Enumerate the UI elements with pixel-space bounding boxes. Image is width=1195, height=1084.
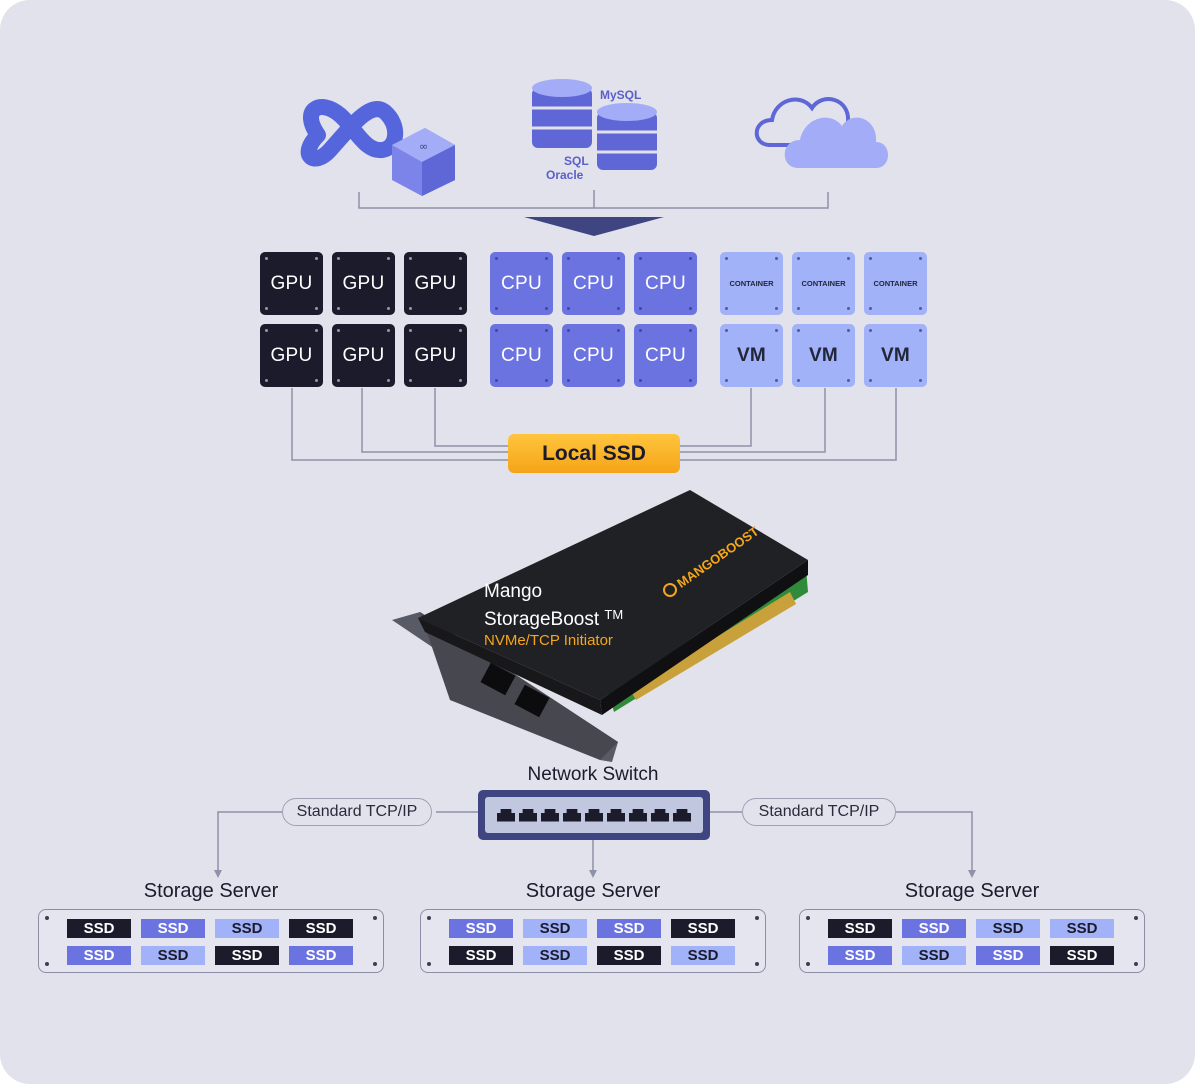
chip-vm: VM [720, 324, 783, 387]
card-line-1: Mango [484, 581, 543, 602]
ssd-drive: SSD [902, 919, 966, 938]
ssd-drive: SSD [828, 946, 892, 965]
storageboost-card-image: MANGOBOOST [392, 490, 808, 762]
storage-server-rack: SSD SSD SSD SSD SSD SSD SSD SSD [799, 909, 1145, 973]
chip-cpu: CPU [490, 252, 553, 315]
db-label-oracle: Oracle [546, 168, 584, 182]
chip-label: CPU [500, 272, 542, 294]
ssd-drive: SSD [976, 919, 1040, 938]
cloud-icon [754, 97, 888, 168]
ssd-drive: SSD [671, 946, 735, 965]
ssd-drive: SSD [902, 946, 966, 965]
ssd-drive: SSD [1050, 919, 1114, 938]
trademark: TM [604, 607, 624, 622]
local-ssd-badge: Local SSD [508, 434, 680, 473]
meta-icon: ∞ [300, 99, 455, 196]
ssd-drive: SSD [597, 919, 661, 938]
database-icon [532, 79, 657, 170]
card-line-2: StorageBoost TM [484, 607, 624, 630]
switch-port [497, 808, 515, 822]
network-switch [478, 790, 710, 840]
storage-server-title: Storage Server [525, 880, 661, 902]
ssd-drive: SSD [215, 946, 279, 965]
storage-server-rack: SSD SSD SSD SSD SSD SSD SSD SSD [420, 909, 766, 973]
ssd-drive: SSD [67, 946, 131, 965]
chip-cpu: CPU [634, 324, 697, 387]
db-label-mysql: MySQL [600, 88, 642, 102]
chip-label: CPU [572, 344, 614, 366]
ssd-drive: SSD [597, 946, 661, 965]
ssd-drive: SSD [1050, 946, 1114, 965]
ssd-drive: SSD [449, 919, 513, 938]
chip-label: VM [736, 344, 767, 366]
ssd-drive: SSD [141, 919, 205, 938]
funnel-arrow [524, 217, 664, 236]
ssd-drive: SSD [289, 919, 353, 938]
network-switch-label: Network Switch [527, 764, 659, 785]
storage-server-title: Storage Server [904, 880, 1040, 902]
chip-vm: VM [792, 324, 855, 387]
ssd-drive: SSD [289, 946, 353, 965]
tcp-label-right: Standard TCP/IP [742, 798, 896, 826]
chip-container: CONTAINER [864, 252, 927, 315]
chip-label: GPU [342, 344, 385, 366]
card-label: Mango StorageBoost TM NVMe/TCP Initiator [484, 580, 623, 651]
chip-label: CONTAINER [873, 279, 918, 288]
ssd-drive: SSD [215, 919, 279, 938]
storage-server-title: Storage Server [143, 880, 279, 902]
chip-gpu: GPU [332, 324, 395, 387]
chip-label: GPU [342, 272, 385, 294]
chip-label: CPU [500, 344, 542, 366]
card-line-3: NVMe/TCP Initiator [484, 632, 613, 649]
chip-container: CONTAINER [720, 252, 783, 315]
chip-label: CONTAINER [801, 279, 846, 288]
ssd-drive: SSD [523, 919, 587, 938]
chip-label: CPU [644, 272, 686, 294]
chip-label: CPU [572, 272, 614, 294]
chip-gpu: GPU [332, 252, 395, 315]
db-label-sql: SQL [564, 154, 589, 168]
chip-label: VM [808, 344, 839, 366]
switch-port [563, 808, 581, 822]
ssd-drive: SSD [523, 946, 587, 965]
switch-port [629, 808, 647, 822]
chip-label: GPU [414, 344, 457, 366]
svg-text:∞: ∞ [419, 140, 428, 153]
ssd-drive: SSD [141, 946, 205, 965]
chip-cpu: CPU [490, 324, 553, 387]
switch-ports [485, 797, 703, 833]
ssd-drive: SSD [67, 919, 131, 938]
ssd-drive: SSD [671, 919, 735, 938]
storage-server-rack: SSD SSD SSD SSD SSD SSD SSD SSD [38, 909, 384, 973]
chip-cpu: CPU [562, 324, 625, 387]
switch-port [541, 808, 559, 822]
chip-label: VM [880, 344, 911, 366]
switch-port [585, 808, 603, 822]
chip-label: GPU [270, 344, 313, 366]
chip-cpu: CPU [562, 252, 625, 315]
chip-label: CPU [644, 344, 686, 366]
ssd-drive: SSD [976, 946, 1040, 965]
chip-label: CONTAINER [729, 279, 774, 288]
chip-cpu: CPU [634, 252, 697, 315]
chip-container: CONTAINER [792, 252, 855, 315]
chip-gpu: GPU [404, 324, 467, 387]
switch-port [673, 808, 691, 822]
switch-port [519, 808, 537, 822]
chip-gpu: GPU [260, 252, 323, 315]
chip-gpu: GPU [404, 252, 467, 315]
chip-gpu: GPU [260, 324, 323, 387]
tcp-label-left: Standard TCP/IP [282, 798, 432, 826]
chip-label: GPU [414, 272, 457, 294]
switch-port [651, 808, 669, 822]
ssd-drive: SSD [449, 946, 513, 965]
ssd-drive: SSD [828, 919, 892, 938]
switch-port [607, 808, 625, 822]
chip-vm: VM [864, 324, 927, 387]
chip-label: GPU [270, 272, 313, 294]
